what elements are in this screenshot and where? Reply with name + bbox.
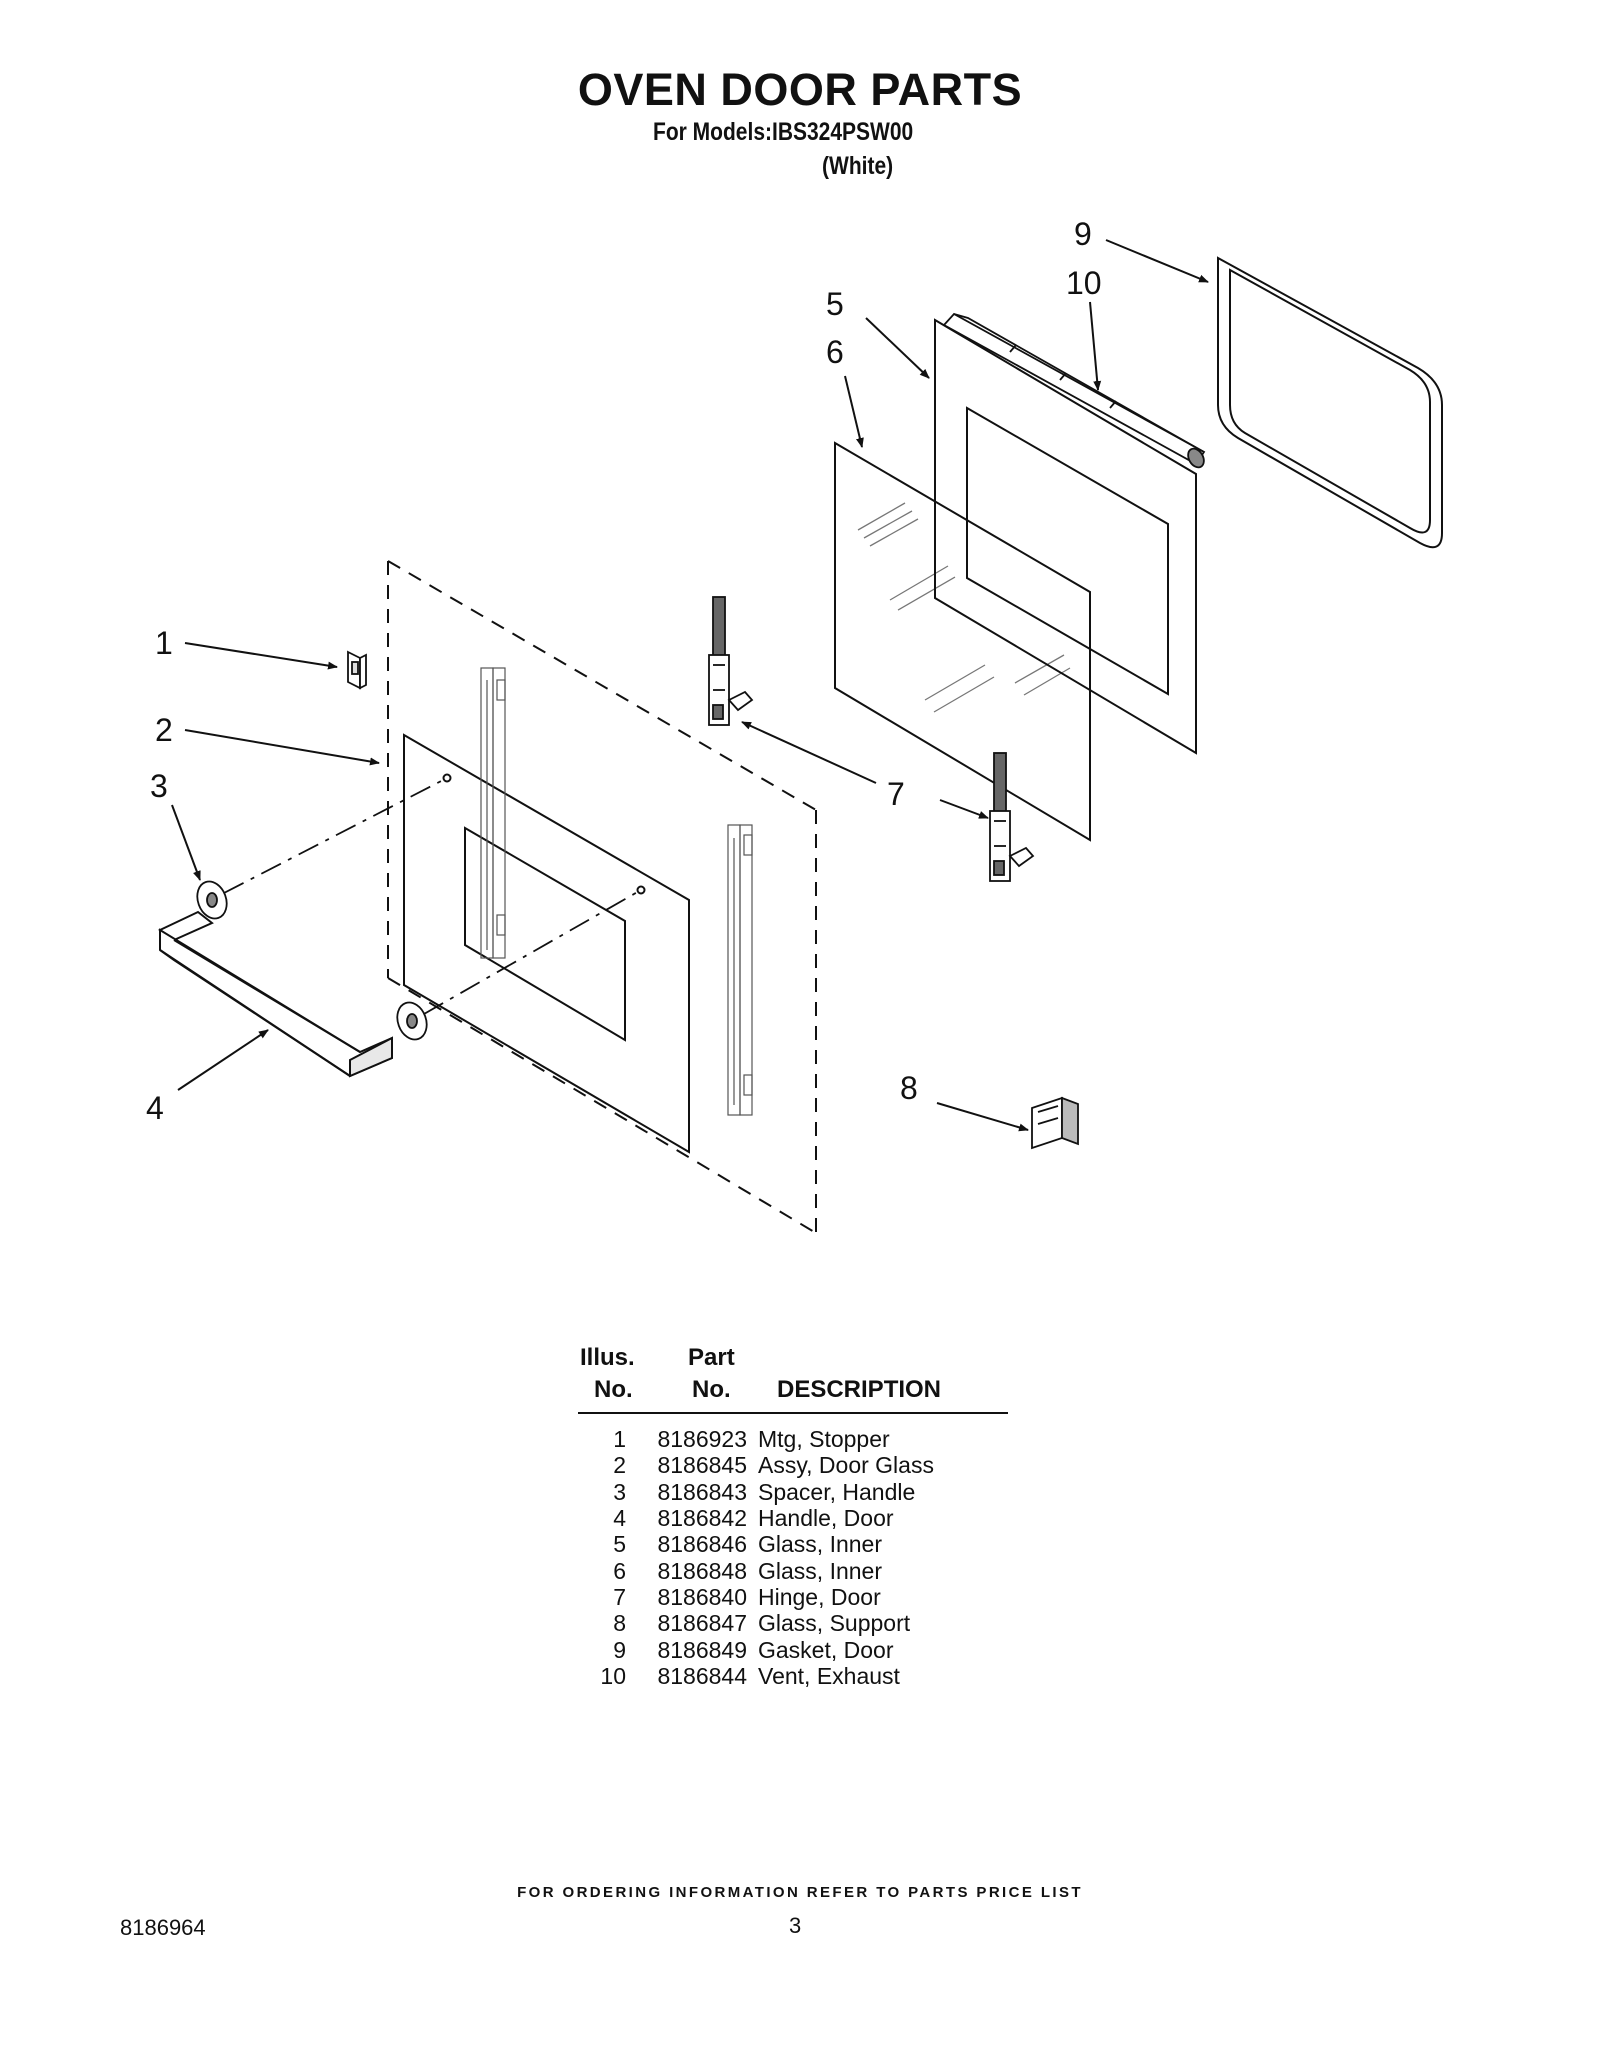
illus-no: 1 (613, 1426, 626, 1453)
inner-glass-front (834, 441, 1091, 842)
inner-glass-rear (934, 318, 1197, 755)
door-hinge-lower (989, 752, 1035, 882)
part-no: 8186847 (657, 1610, 747, 1637)
door-handle (158, 910, 393, 1078)
door-outline (387, 560, 817, 1234)
callout-6: 6 (826, 334, 844, 370)
header-rule (578, 1412, 1008, 1414)
callout-9: 9 (1074, 216, 1092, 252)
part-description: Mtg, Stopper (758, 1426, 890, 1453)
part-description: Handle, Door (758, 1505, 894, 1532)
part-no: 8186843 (657, 1478, 747, 1505)
part-description: Gasket, Door (758, 1636, 894, 1663)
door-hinge-upper (708, 596, 754, 726)
part-no: 8186846 (657, 1531, 747, 1558)
part-description: Hinge, Door (758, 1583, 881, 1610)
part-no: 8186844 (657, 1662, 747, 1689)
parts-list-header: Illus. No. Part No. DESCRIPTION (578, 1340, 1008, 1403)
callout-5: 5 (826, 286, 844, 322)
part-description: Spacer, Handle (758, 1478, 916, 1505)
header-description: DESCRIPTION (777, 1376, 942, 1403)
table-row: 4 8186842 Handle, Door (578, 1505, 934, 1531)
page-title: OVEN DOOR PARTS (577, 64, 1023, 115)
illus-no: 7 (613, 1583, 626, 1610)
part-no: 8186849 (657, 1636, 747, 1663)
glass-support (1031, 1096, 1079, 1150)
handle-spacer-lower (396, 1001, 428, 1041)
callout-10: 10 (1066, 265, 1102, 301)
part-description: Glass, Inner (758, 1557, 882, 1584)
header-illus-bottom: No. (594, 1376, 633, 1403)
callout-1: 1 (155, 625, 173, 661)
callout-8: 8 (900, 1070, 918, 1106)
table-row: 6 8186848 Glass, Inner (578, 1557, 934, 1584)
ordering-note: FOR ORDERING INFORMATION REFER TO PARTS … (517, 1884, 1083, 1901)
table-row: 3 8186843 Spacer, Handle (578, 1479, 934, 1505)
illus-no: 4 (613, 1505, 626, 1532)
document-number: 8186964 (120, 1915, 206, 1940)
mtg-stopper (347, 650, 367, 690)
table-row: 10 8186844 Vent, Exhaust (578, 1663, 934, 1689)
header-illus-top: Illus. (580, 1344, 635, 1371)
models-line: For Models:IBS324PSW00 (653, 118, 914, 146)
variant-line: (White) (822, 152, 894, 180)
part-description: Glass, Inner (758, 1531, 882, 1558)
table-row: 2 8186845 Assy, Door Glass (578, 1452, 934, 1478)
illus-no: 5 (613, 1531, 626, 1558)
table-row: 7 8186840 Hinge, Door (578, 1584, 934, 1610)
illus-no: 3 (613, 1478, 626, 1505)
part-description: Vent, Exhaust (758, 1662, 900, 1689)
part-description: Assy, Door Glass (758, 1452, 934, 1479)
callout-3: 3 (150, 768, 168, 804)
illus-no: 9 (613, 1636, 626, 1663)
part-no: 8186842 (657, 1505, 747, 1532)
hinge-rail-right (727, 824, 753, 1116)
table-row: 9 8186849 Gasket, Door (578, 1636, 934, 1663)
table-row: 5 8186846 Glass, Inner (578, 1531, 934, 1557)
page-number: 3 (789, 1913, 802, 1938)
header-part-top: Part (688, 1344, 735, 1371)
parts-list: Illus. No. Part No. DESCRIPTION 1 8186923… (578, 1340, 1008, 1689)
callout-4: 4 (146, 1090, 164, 1126)
illus-no: 2 (613, 1452, 626, 1479)
callout-2: 2 (155, 712, 173, 748)
leader-arrows (171, 239, 1209, 1132)
exploded-parts-diagram: 1 2 3 4 5 6 7 8 9 10 (146, 216, 1443, 1234)
callout-7: 7 (887, 776, 905, 812)
part-no: 8186848 (657, 1557, 747, 1584)
handle-spacer-upper (196, 880, 228, 920)
illus-no: 6 (613, 1557, 626, 1584)
part-no: 8186923 (657, 1426, 747, 1453)
illus-no: 8 (613, 1610, 626, 1637)
table-row: 1 8186923 Mtg, Stopper (578, 1426, 934, 1452)
table-row: 8 8186847 Glass, Support (578, 1610, 934, 1636)
parts-table: 1 8186923 Mtg, Stopper 2 8186845 Assy, Door … (578, 1426, 934, 1689)
part-no: 8186845 (657, 1452, 747, 1479)
hinge-rail-left (480, 667, 506, 959)
exhaust-vent (942, 312, 1206, 469)
header-part-bottom: No. (692, 1376, 731, 1403)
door-gasket (1217, 256, 1443, 549)
part-description: Glass, Support (758, 1610, 911, 1637)
illus-no: 10 (600, 1662, 626, 1689)
part-no: 8186840 (657, 1583, 747, 1610)
